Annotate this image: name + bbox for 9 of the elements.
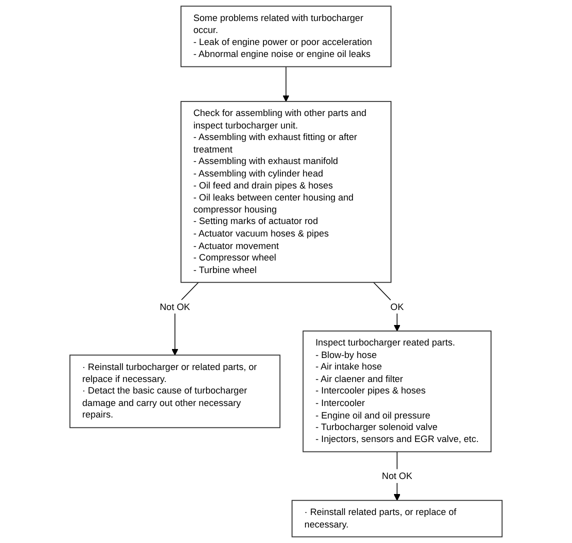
node-box: Inspect turbocharger reated parts. - Blow-by hose - Air intake hose - Air claener and filter - Intercooler pipes & hoses - Intercooler - Engine oil and oil pressure - Turbocharger solenoid valve - Injectors, sensors and EGR valve, etc. [302,330,492,452]
edge-label: Not OK [382,470,412,482]
node-box: Check for assembling with other parts and inspect turbocharger unit. - Assembling with exhaust fitting or after treatment - Assembling with exhaust manifold - Assembling with cylinder head - Oil feed and drain pipes & hoses - Oil leaks between center housing and compressor housing - Setting marks of actuator rod - Actuator vacuum hoses & pipes - Actuator movement - Compressor wheel - Turbine wheel [180,100,392,283]
arrow [282,66,290,102]
node-box: · Reinstall related parts, or replace of necessary. [292,500,503,538]
edge-label: Not OK [160,301,190,312]
node-box: · Reinstall turbocharger or related parts, or relpace if necessary. · Detact the basic cause of turbocharger damage and carry out other necessary repairs. [69,354,280,428]
edge-label: OK [390,301,404,312]
node-box: Some problems related with turbocharger occur. - Leak of engine power or poor acceleration - Abnormal engine noise or engine oil leaks [180,6,392,68]
